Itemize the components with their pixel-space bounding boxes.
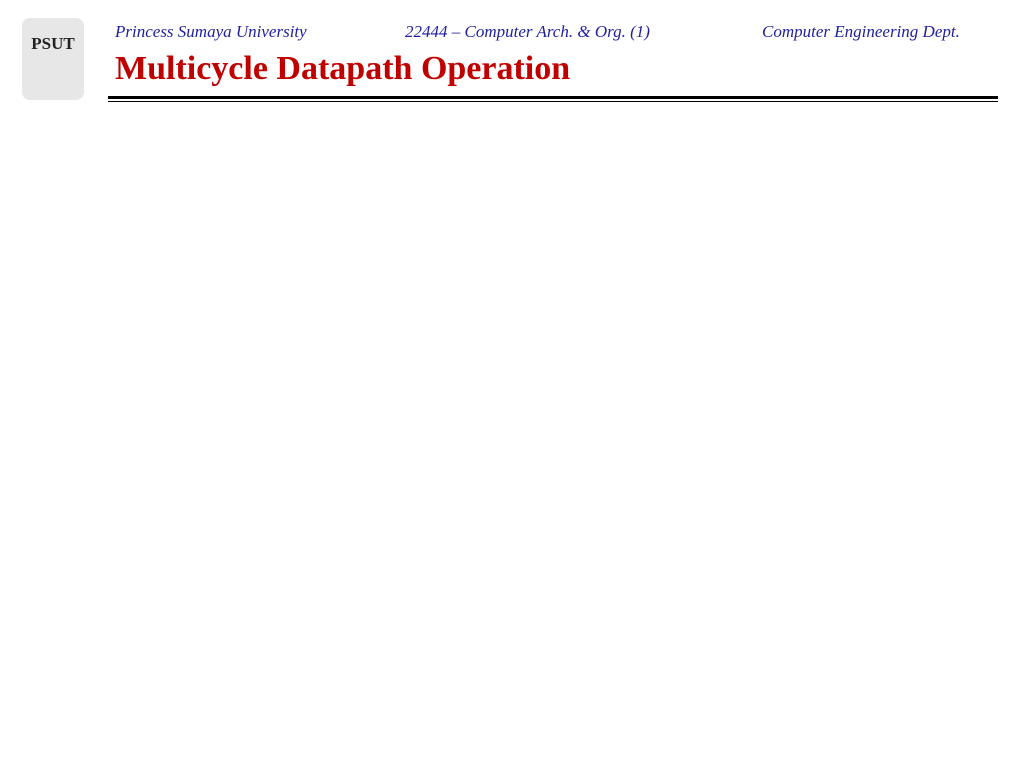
header-course: 22444 – Computer Arch. & Org. (1): [405, 22, 650, 41]
header-department: Computer Engineering Dept.: [762, 22, 960, 41]
title-rule-thin: [108, 101, 998, 102]
logo: PSUT: [22, 18, 84, 100]
header-university: Princess Sumaya University: [115, 22, 307, 41]
page-title: Multicycle Datapath Operation: [115, 50, 571, 87]
logo-text: PSUT: [31, 34, 75, 53]
title-rule-thick: [108, 96, 998, 99]
